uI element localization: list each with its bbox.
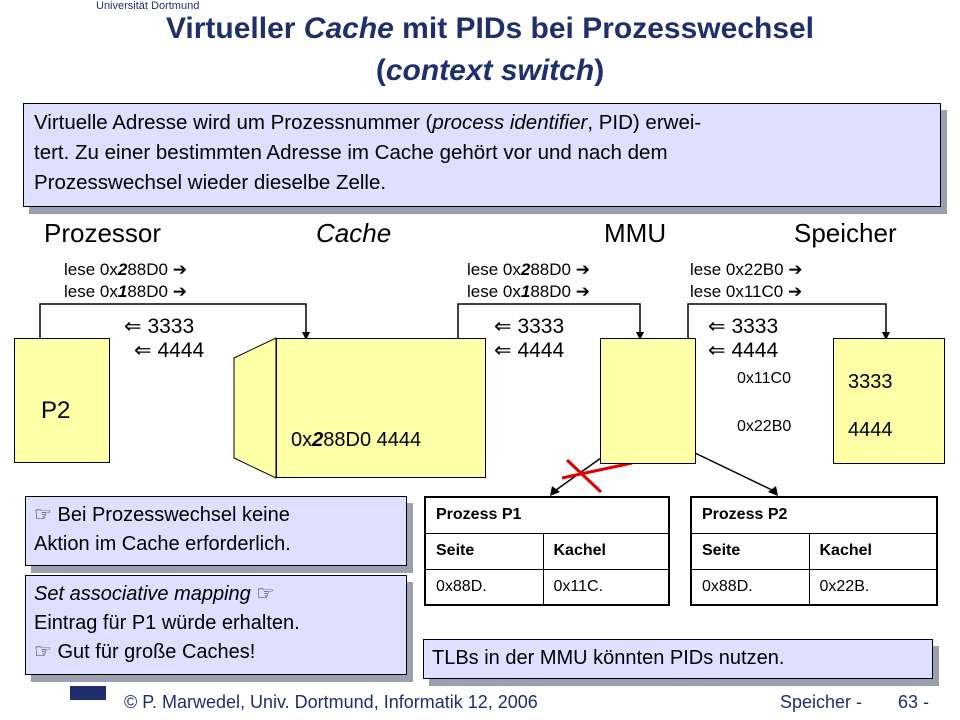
command-read: lese 0x288D0 ➔ [64, 260, 187, 279]
memory-address: 0x22B0 [737, 418, 792, 435]
left-arrow-icon: ⇐ [708, 339, 726, 362]
footer-bar [0, 686, 960, 720]
command-read: lese 0x22B0 ➔ [690, 260, 803, 279]
intro-text: , PID) erwei- [587, 111, 702, 134]
red-cross-line [561, 461, 633, 480]
logo-icon [70, 686, 106, 700]
arrowhead [550, 486, 560, 496]
university-name: Universität Dortmund [96, 0, 200, 12]
bracket-cache-mmu [457, 303, 641, 338]
pointing-hand-icon: ☞ [256, 583, 275, 605]
label-cache: Cache [316, 218, 392, 248]
arrowhead [768, 486, 778, 496]
command-read: lese 0x188D0 ➔ [467, 282, 590, 301]
left-arrow-icon: ⇐ [134, 339, 152, 362]
return-value: ⇐ 4444 [494, 339, 565, 362]
return-value: ⇐ 3333 [494, 315, 565, 338]
table-cell-page: 0x88D. [690, 568, 810, 606]
note-set-associative: Set associative mapping ☞ Eintrag für P1… [25, 575, 407, 675]
memory-value: 4444 [848, 419, 893, 441]
cache-entry: 0x288D0 4444 [291, 429, 422, 451]
label-memory: Speicher [794, 218, 897, 248]
mmu-box [600, 338, 696, 464]
left-arrow-icon: ⇐ [494, 315, 512, 338]
intro-text: Prozesswechsel wieder dieselbe Zelle. [34, 171, 387, 194]
footer-page-label: Speicher - [780, 692, 863, 712]
note-text: Bei Prozesswechsel keine [51, 504, 290, 526]
memory-value: 3333 [848, 371, 893, 393]
processor-box: P2 [14, 338, 110, 463]
note-no-cache-action: ☞ Bei Prozesswechsel keine Aktion im Cac… [25, 496, 407, 566]
footer-page-number: 63 - [898, 692, 930, 712]
cache-box: 0x288D0 4444 [276, 338, 486, 478]
title-part-italic: Cache [303, 12, 394, 45]
return-value: ⇐ 3333 [124, 315, 195, 338]
left-arrow-icon: ⇐ [494, 339, 512, 362]
arrowhead [882, 332, 890, 340]
command-read: lese 0x288D0 ➔ [467, 260, 590, 279]
cache-side-face [233, 337, 277, 479]
note-text: Eintrag für P1 würde erhalten. [34, 612, 300, 634]
return-value: ⇐ 4444 [708, 339, 779, 362]
table-header-frame: Kachel [542, 532, 670, 570]
return-value: ⇐ 4444 [134, 339, 205, 362]
note-text: Aktion im Cache erforderlich. [34, 533, 291, 555]
label-processor: Prozessor [44, 218, 162, 248]
table-cell-frame: 0x11C. [542, 568, 670, 606]
intro-text: Virtuelle Adresse wird um Prozessnummer … [34, 111, 433, 134]
table-title: Prozess P1 [424, 496, 670, 534]
page-table-p2: Prozess P2 Seite Kachel 0x88D. 0x22B. [690, 496, 938, 606]
footer-copyright: © P. Marwedel, Univ. Dortmund, Informati… [124, 692, 538, 712]
table-header-frame: Kachel [808, 532, 938, 570]
return-value: ⇐ 3333 [708, 315, 779, 338]
title-part: ( [375, 54, 386, 87]
left-arrow-icon: ⇐ [124, 315, 142, 338]
memory-box: 3333 4444 [833, 338, 945, 464]
note-tlb-pid: TLBs in der MMU könnten PIDs nutzen. [423, 639, 933, 679]
table-title: Prozess P2 [690, 496, 938, 534]
label-mmu: MMU [604, 218, 667, 248]
left-arrow-icon: ⇐ [708, 315, 726, 338]
title-part-italic: context switch [385, 54, 595, 87]
intro-text-italic: process identifier [432, 111, 588, 134]
title-part: ) [594, 54, 605, 87]
bracket-mmu-memory [687, 303, 887, 338]
note-text-italic: Set associative mapping [34, 583, 251, 605]
command-read: lese 0x11C0 ➔ [690, 282, 803, 301]
page-table-p1: Prozess P1 Seite Kachel 0x88D. 0x11C. [424, 496, 670, 606]
table-header-page: Seite [690, 532, 810, 570]
arrowhead [302, 332, 310, 340]
pointing-hand-icon: ☞ [34, 641, 52, 663]
intro-text: tert. Zu einer bestimmten Adresse im Cac… [34, 141, 668, 164]
pointing-hand-icon: ☞ [34, 504, 52, 526]
memory-address: 0x11C0 [737, 370, 791, 387]
bracket-processor-cache [39, 303, 307, 338]
table-cell-frame: 0x22B. [808, 568, 938, 606]
intro-box: Virtuelle Adresse wird um Prozessnummer … [23, 103, 941, 207]
title-part: Virtueller [165, 12, 304, 45]
processor-label: P2 [41, 397, 71, 424]
table-cell-page: 0x88D. [424, 568, 544, 606]
table-header-page: Seite [424, 532, 544, 570]
arrowhead [636, 332, 644, 340]
slide-title: Virtueller Cache mit PIDs bei Prozesswec… [60, 8, 920, 92]
title-part: mit PIDs bei Prozesswechsel [393, 12, 815, 45]
red-cross-line [565, 458, 603, 494]
note-text: Gut für große Caches! [51, 641, 256, 663]
command-read: lese 0x188D0 ➔ [64, 282, 187, 301]
